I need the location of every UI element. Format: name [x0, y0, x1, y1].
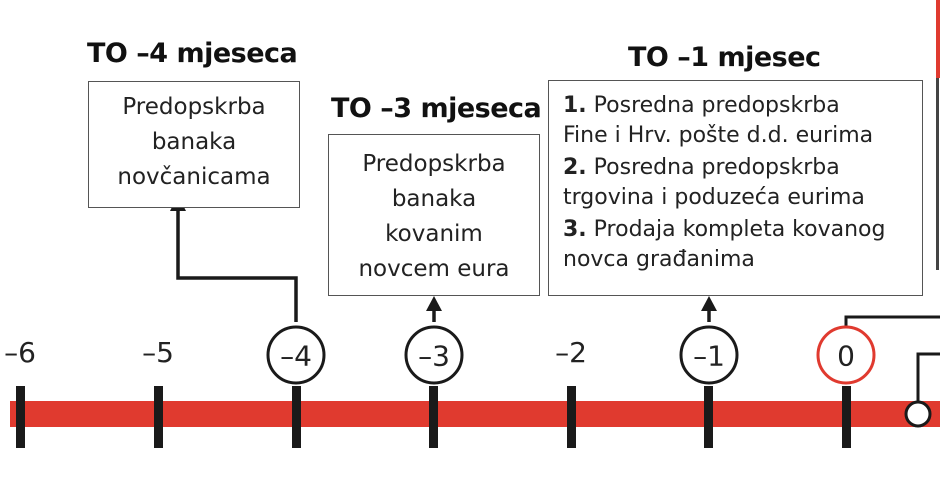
connector-minus-4: [176, 202, 298, 322]
box-line: novcem eura: [358, 256, 510, 282]
list-item: 2. Posredna predopskrba trgovina i poduze…: [563, 153, 922, 213]
tick-mark: [704, 386, 713, 448]
heading-to-minus-1: TO –1 mjesec: [628, 42, 821, 73]
arrowhead-minus-3: [426, 296, 442, 311]
box-minus-3: Predopskrba banaka kovanim novcem eura: [328, 134, 540, 296]
list-item: 3. Prodaja kompleta kovanog novca građani…: [563, 215, 922, 275]
next-panel-red-edge: [936, 0, 940, 78]
list-text: Prodaja kompleta kovanog: [593, 217, 886, 242]
tick-mark: [429, 386, 438, 448]
list-number: 3.: [563, 217, 587, 242]
circle-zero: [816, 325, 876, 385]
connector-zero: [844, 315, 940, 328]
connector-right-edge: [916, 352, 940, 402]
box-line: banaka: [391, 186, 477, 212]
tick-mark: [842, 386, 851, 448]
circle-minus-4: [266, 325, 326, 385]
list-text: trgovina i poduzeća eurima: [563, 185, 865, 210]
tick-label-minus-5: –5: [142, 336, 174, 369]
list-text: Fine i Hrv. pošte d.d. eurima: [563, 123, 874, 148]
heading-to-minus-4: TO –4 mjeseca: [87, 38, 298, 69]
tick-mark: [567, 386, 576, 448]
next-panel-border: [936, 78, 939, 270]
circle-minus-1: [679, 325, 739, 385]
box-line: kovanim: [385, 221, 483, 247]
tick-label-minus-2: –2: [555, 336, 587, 369]
circle-label-minus-3: –3: [418, 339, 450, 373]
box-line: Predopskrba: [362, 151, 506, 177]
box-line: novčanicama: [117, 164, 271, 190]
tick-mark: [154, 386, 163, 448]
timeline-bar: [10, 401, 940, 427]
tick-marks: [16, 386, 851, 448]
box-line: Predopskrba: [122, 94, 266, 120]
list-text: Posredna predopskrba: [593, 93, 840, 118]
arrowhead-minus-1: [701, 296, 717, 311]
circle-label-minus-4: –4: [280, 339, 312, 373]
tick-mark: [16, 386, 25, 448]
list-text: novca građanima: [563, 247, 755, 272]
small-node: [904, 400, 932, 428]
tick-mark: [292, 386, 301, 448]
circle-minus-3: [404, 325, 464, 385]
list-text: Posredna predopskrba: [593, 155, 840, 180]
list-number: 2.: [563, 155, 587, 180]
box-line: banaka: [151, 129, 237, 155]
box-minus-4: Predopskrba banaka novčanicama: [88, 81, 300, 208]
circle-label-minus-1: –1: [693, 339, 725, 373]
circle-label-zero: 0: [837, 339, 855, 373]
heading-to-minus-3: TO –3 mjeseca: [331, 93, 542, 124]
tick-label-minus-6: –6: [4, 336, 36, 369]
list-number: 1.: [563, 93, 587, 118]
